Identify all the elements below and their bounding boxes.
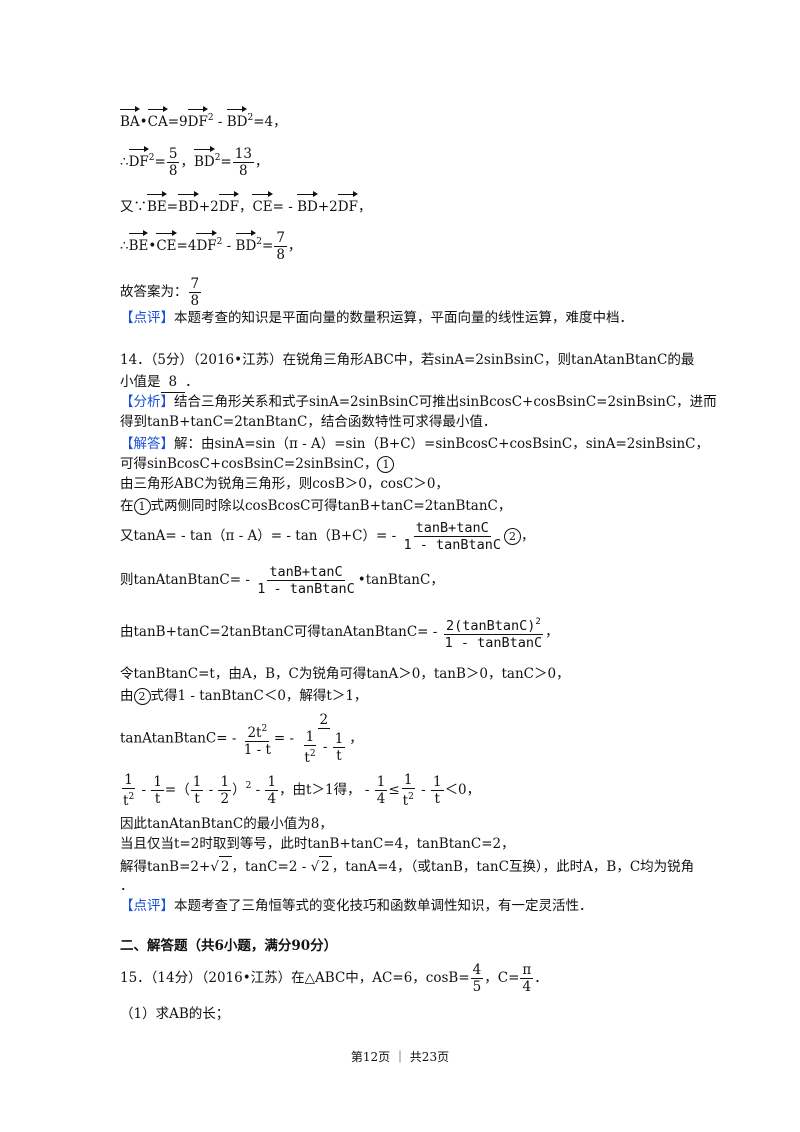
vector-ce: CE: [156, 230, 177, 256]
answer-blank: 8: [160, 372, 186, 393]
solution-line-7: 由tanB+tanC=2tanBtanC可得tanAtanBtanC= - 2(…: [120, 614, 559, 651]
vector-ba: BA: [120, 106, 140, 132]
analysis-line-1: 【分析】结合三角形关系和式子sinA=2sinBsinC可推出sinBcosC+…: [120, 394, 717, 410]
review-line-2: 【点评】本题考查了三角恒等式的变化技巧和函数单调性知识，有一定灵活性．: [120, 898, 593, 914]
solution-line-13: 当且仅当t=2时取到等号，此时tanB+tanC=4，tanBtanC=2，: [120, 836, 515, 852]
vector-bd: BD: [193, 146, 215, 172]
vector-ce: CE: [252, 191, 273, 217]
q15-part-1: （1）求AB的长；: [120, 1006, 230, 1022]
vector-be: BE: [128, 230, 148, 256]
circled-number-2: 2: [133, 688, 151, 705]
page-footer: 第12页 ｜ 共23页: [350, 1050, 450, 1064]
equation-line-1: BA•CA=9DF2 - BD2=4，: [120, 106, 287, 132]
section-title: 二、解答题（共6小题，满分90分）: [120, 938, 338, 954]
solution-line-2: 可得sinBcosC+cosBsinC=2sinBsinC，1: [120, 454, 395, 474]
solution-line-3: 由三角形ABC为锐角三角形，则cosB＞0，cosC＞0，: [120, 476, 449, 492]
vector-be: BE: [147, 191, 167, 217]
vector-df: DF: [218, 191, 240, 217]
solution-line-5: 又tanA= - tan（π - A）= - tan（B+C）= - tanB+…: [120, 520, 535, 553]
vector-bd: BD: [178, 191, 199, 217]
solution-line-15: ．: [120, 878, 134, 894]
vector-df: DF: [196, 230, 217, 256]
solution-line-8: 令tanBtanC=t，由A，B，C为锐角可得tanA＞0，tanB＞0，tan…: [120, 666, 570, 682]
analysis-line-2: 得到tanB+tanC=2tanBtanC，结合函数特性可求得最小值．: [120, 414, 497, 430]
solution-tag: 【解答】: [120, 436, 174, 452]
circled-number-1: 1: [133, 498, 151, 515]
q14-head: 14．（5分）（2016•江苏）在锐角三角形ABC中，若sinA=2sinBsi…: [120, 352, 695, 368]
review-tag: 【点评】: [120, 898, 174, 914]
solution-line-14: 解得tanB=2+√2，tanC=2 - √2，tanA=4，（或tanB，ta…: [120, 856, 694, 877]
vector-bd: BD: [226, 106, 247, 132]
vector-ca: CA: [147, 106, 168, 132]
solution-line-1: 【解答】解：由sinA=sin（π - A）=sin（B+C）=sinBcosC…: [120, 436, 709, 452]
solution-line-12: 因此tanAtanBtanC的最小值为8，: [120, 816, 333, 832]
analysis-tag: 【分析】: [120, 394, 174, 410]
review-line-1: 【点评】本题考查的知识是平面向量的数量积运算，平面向量的线性运算，难度中档．: [120, 310, 633, 326]
vector-bd: BD: [297, 191, 318, 217]
review-tag: 【点评】: [120, 310, 174, 326]
vector-bd: BD: [235, 230, 256, 256]
vector-df: DF: [187, 106, 209, 132]
equation-line-3: 又∵BE=BD+2DF，CE= - BD+2DF，: [120, 191, 371, 217]
circled-number-1: 1: [377, 456, 395, 473]
circled-number-2: 2: [504, 528, 521, 545]
vector-df: DF: [337, 191, 359, 217]
vector-df: DF: [128, 146, 150, 172]
